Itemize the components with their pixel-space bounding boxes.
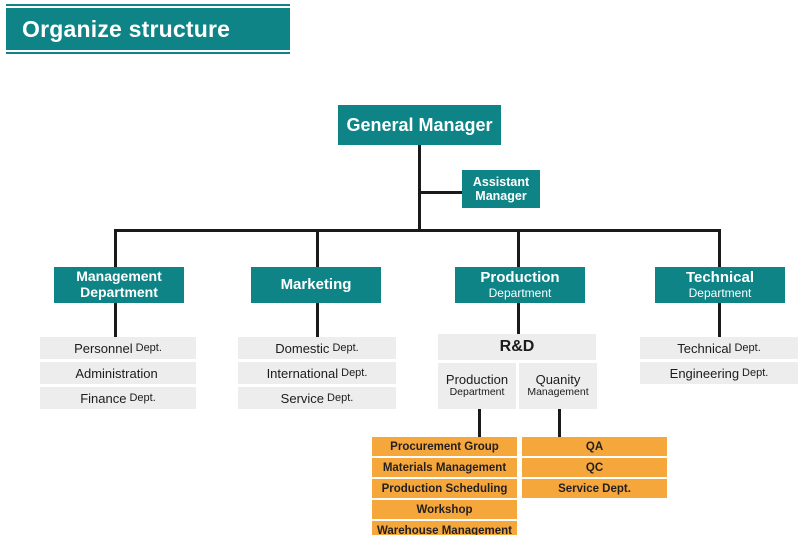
group-production-1[interactable]: Materials Management bbox=[372, 458, 517, 477]
node-production-line2: Department bbox=[488, 285, 552, 300]
item-management-1-label: Administration bbox=[75, 365, 158, 381]
connector-assistant bbox=[418, 191, 464, 194]
subunit-production-department[interactable]: Production Department bbox=[438, 363, 516, 409]
group-quality-0-label: QA bbox=[585, 440, 604, 453]
subunit-production-line1: Production bbox=[445, 371, 509, 387]
item-technical-1-suffix: Dept. bbox=[742, 367, 769, 379]
item-management-2-label: Finance bbox=[80, 390, 127, 406]
item-management-2-suffix: Dept. bbox=[129, 392, 156, 404]
group-production-2[interactable]: Production Scheduling bbox=[372, 479, 517, 498]
group-production-0-label: Procurement Group bbox=[390, 440, 499, 453]
item-management-2[interactable]: Finance Dept. bbox=[40, 387, 196, 409]
node-marketing-line1: Marketing bbox=[280, 275, 352, 293]
group-production-1-label: Materials Management bbox=[382, 461, 507, 474]
connector-technical-to-items bbox=[718, 302, 721, 338]
item-management-0[interactable]: Personnel Dept. bbox=[40, 337, 196, 359]
group-production-3-label: Workshop bbox=[416, 503, 473, 516]
connector-quality-sub-to-groups bbox=[558, 409, 561, 437]
subunit-quality-line1: Quanity bbox=[535, 371, 581, 387]
group-production-0[interactable]: Procurement Group bbox=[372, 437, 517, 456]
group-quality-1-label: QC bbox=[585, 461, 604, 474]
subunit-production-line2: Department bbox=[449, 386, 505, 399]
banner-fill: Organize structure bbox=[6, 8, 290, 50]
node-production-line1: Production bbox=[480, 268, 560, 286]
node-management-line2: Department bbox=[80, 284, 158, 300]
title-banner: Organize structure bbox=[6, 4, 290, 54]
item-management-1[interactable]: Administration bbox=[40, 362, 196, 384]
subunit-quality-management[interactable]: Quanity Management bbox=[519, 363, 597, 409]
item-marketing-2-suffix: Dept. bbox=[327, 392, 354, 404]
group-quality-2-label: Service Dept. bbox=[558, 482, 631, 495]
node-technical-department[interactable]: Technical Department bbox=[655, 267, 785, 303]
connector-production-to-items bbox=[517, 302, 520, 338]
banner-top-rule bbox=[6, 4, 290, 6]
node-management-line1: Management bbox=[76, 268, 162, 285]
item-technical-0-suffix: Dept. bbox=[734, 342, 761, 354]
item-marketing-1-suffix: Dept. bbox=[341, 367, 368, 379]
node-assistant-manager[interactable]: Assistant Manager bbox=[462, 170, 540, 208]
node-general-manager[interactable]: General Manager bbox=[338, 105, 501, 145]
node-technical-line2: Department bbox=[688, 285, 752, 300]
item-technical-0-label: Technical bbox=[677, 340, 732, 356]
item-technical-0[interactable]: Technical Dept. bbox=[640, 337, 798, 359]
node-marketing-department[interactable]: Marketing bbox=[251, 267, 381, 303]
connector-management-to-items bbox=[114, 302, 117, 338]
connector-drop-technical bbox=[718, 229, 721, 269]
group-production-4-label: Warehouse Management bbox=[376, 524, 513, 535]
item-management-0-label: Personnel bbox=[74, 340, 133, 356]
group-quality-0[interactable]: QA bbox=[522, 437, 667, 456]
banner-bottom-gap bbox=[6, 50, 290, 52]
item-production-rnd[interactable]: R&D bbox=[438, 334, 596, 360]
item-marketing-0[interactable]: Domestic Dept. bbox=[238, 337, 396, 359]
page-title: Organize structure bbox=[22, 15, 231, 42]
item-marketing-2[interactable]: Service Dept. bbox=[238, 387, 396, 409]
item-marketing-2-label: Service bbox=[280, 390, 325, 406]
item-marketing-1-label: International bbox=[266, 365, 339, 381]
item-management-0-suffix: Dept. bbox=[135, 342, 162, 354]
node-general-manager-label: General Manager bbox=[346, 114, 493, 135]
connector-root-trunk bbox=[418, 145, 421, 232]
connector-marketing-to-items bbox=[316, 302, 319, 338]
group-quality-2[interactable]: Service Dept. bbox=[522, 479, 667, 498]
item-technical-1[interactable]: Engineering Dept. bbox=[640, 362, 798, 384]
node-technical-line1: Technical bbox=[685, 268, 755, 286]
item-technical-1-label: Engineering bbox=[669, 365, 740, 381]
item-marketing-0-label: Domestic bbox=[275, 340, 330, 356]
node-production-department[interactable]: Production Department bbox=[455, 267, 585, 303]
banner-top-gap bbox=[6, 6, 290, 8]
connector-production-sub-to-groups bbox=[478, 409, 481, 437]
group-quality-1[interactable]: QC bbox=[522, 458, 667, 477]
node-assistant-manager-line1: Assistant bbox=[472, 175, 530, 189]
connector-drop-management bbox=[114, 229, 117, 269]
group-production-2-label: Production Scheduling bbox=[381, 482, 508, 495]
node-management-department[interactable]: Management Department bbox=[54, 267, 184, 303]
item-production-rnd-label: R&D bbox=[499, 338, 535, 355]
group-production-3[interactable]: Workshop bbox=[372, 500, 517, 519]
connector-drop-production bbox=[517, 229, 520, 269]
item-marketing-0-suffix: Dept. bbox=[332, 342, 359, 354]
subunit-quality-line2: Management bbox=[527, 386, 589, 399]
connector-bus bbox=[114, 229, 721, 232]
node-assistant-manager-line2: Manager bbox=[475, 189, 527, 203]
group-production-4[interactable]: Warehouse Management bbox=[372, 521, 517, 535]
connector-drop-marketing bbox=[316, 229, 319, 269]
item-marketing-1[interactable]: International Dept. bbox=[238, 362, 396, 384]
banner-bottom-rule bbox=[6, 52, 290, 54]
